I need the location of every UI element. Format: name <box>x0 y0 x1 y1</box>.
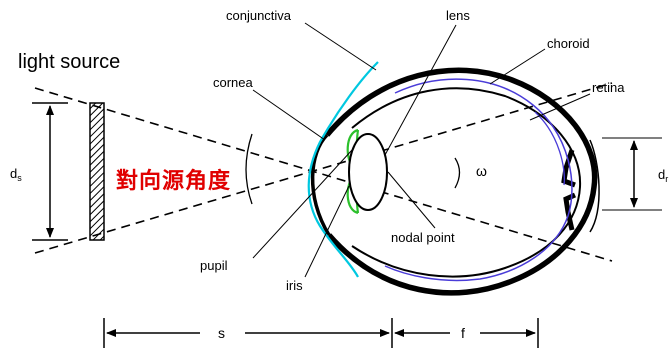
dr-label: dr <box>658 167 668 184</box>
light-source-label: light source <box>18 51 120 73</box>
nodal-point-label: nodal point <box>391 230 455 245</box>
ds-label: ds <box>10 166 22 183</box>
light-rays <box>34 82 613 262</box>
lens-shape <box>348 133 388 211</box>
retina-label: retina <box>592 80 625 95</box>
pupil-label: pupil <box>200 258 228 273</box>
retina-inner-curve <box>534 111 565 186</box>
cornea-curve <box>310 133 331 236</box>
omega-label: ω <box>476 163 487 179</box>
chinese-caption: 對向源角度 <box>116 168 231 194</box>
source-size-indicator <box>32 102 68 241</box>
f-distance-label: f <box>461 325 465 341</box>
s-distance-label: s <box>218 325 225 341</box>
cornea-label: cornea <box>213 75 254 90</box>
retina-size-indicator <box>602 137 662 211</box>
angle-arc-front <box>245 133 253 205</box>
conjunctiva-curve <box>307 61 379 278</box>
angle-arc-back <box>454 157 461 189</box>
retina-curve <box>384 78 573 282</box>
lens-label: lens <box>446 8 470 23</box>
light-source-bar <box>89 102 105 241</box>
iris-label: iris <box>286 278 303 293</box>
choroid-label: choroid <box>547 36 590 51</box>
eye-outline <box>324 67 600 296</box>
distance-indicators <box>103 318 539 348</box>
conjunctiva-label: conjunctiva <box>226 8 292 23</box>
leader-lines <box>252 22 591 278</box>
